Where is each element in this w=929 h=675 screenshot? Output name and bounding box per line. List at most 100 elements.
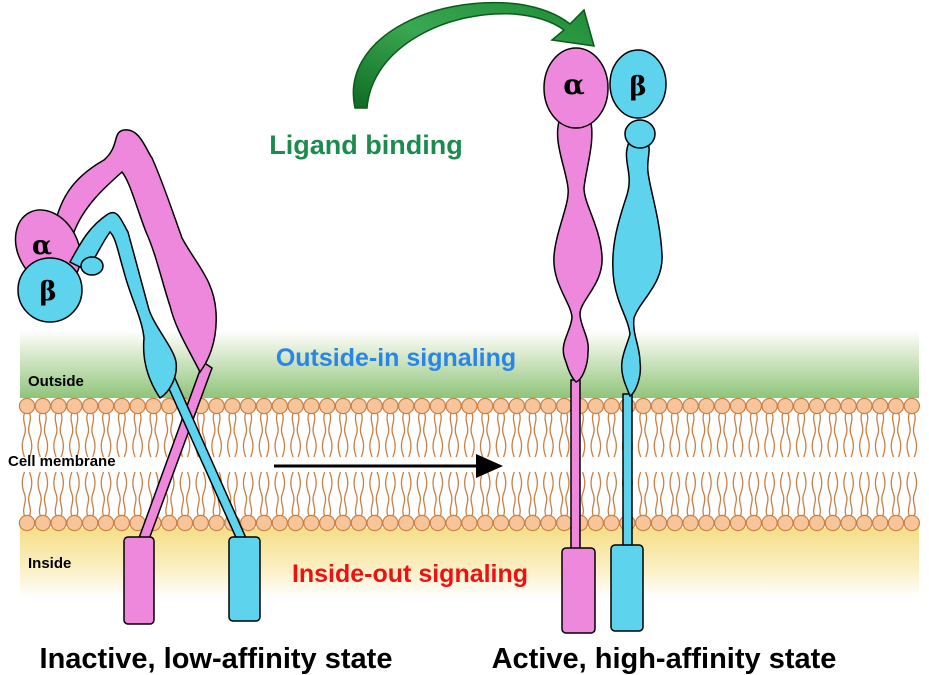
lipid-tail xyxy=(179,471,191,517)
lipid-tail xyxy=(653,412,665,458)
lipid-head xyxy=(492,514,510,532)
lipid-head xyxy=(824,514,842,532)
lipid-head xyxy=(413,397,431,415)
lipid-tail xyxy=(701,471,712,517)
lipid-tail xyxy=(385,471,396,517)
lipid-tail xyxy=(511,412,523,458)
lipid-head xyxy=(650,514,668,532)
lipid-head xyxy=(587,397,605,415)
lipid-head xyxy=(366,514,383,532)
inside-out-label: Inside-out signaling xyxy=(292,560,528,588)
lipid-tail xyxy=(748,471,760,517)
lipid-tail xyxy=(306,412,317,458)
lipid-tail xyxy=(337,471,349,517)
lipid-tail xyxy=(321,412,333,458)
lipid-head xyxy=(698,514,715,532)
beta-tm-rod-active xyxy=(622,393,633,547)
lipid-head xyxy=(887,514,905,532)
lipid-head xyxy=(903,514,921,532)
lipid-head xyxy=(145,397,162,415)
lipid-tail xyxy=(827,471,839,517)
lipid-tail xyxy=(811,471,823,517)
lipid-head xyxy=(856,397,873,415)
beta-leg-active xyxy=(612,135,663,398)
cell-membrane-label: Cell membrane xyxy=(8,453,116,470)
lipid-tail xyxy=(416,412,428,458)
lipid-tail xyxy=(685,412,696,458)
lipid-head xyxy=(492,397,510,415)
lipid-tail xyxy=(874,471,886,517)
active-integrin xyxy=(543,47,667,634)
lipid-tail xyxy=(258,471,270,517)
lipid-tail xyxy=(590,471,602,517)
lipid-tail xyxy=(732,412,744,458)
lipid-head xyxy=(603,397,620,415)
lipid-head xyxy=(793,514,810,532)
lipid-tail xyxy=(764,412,775,458)
lipid-tail xyxy=(479,471,491,517)
lipid-tail xyxy=(132,471,143,517)
lipid-head xyxy=(556,514,573,532)
lipid-head xyxy=(603,514,620,532)
lipid-tail xyxy=(732,471,744,517)
lipid-tail xyxy=(890,412,902,458)
lipid-head xyxy=(18,514,36,532)
lipid-tail xyxy=(874,412,886,458)
inside-label: Inside xyxy=(28,555,71,572)
lipid-tail xyxy=(716,412,728,458)
lipid-head xyxy=(224,397,241,415)
lipid-tail xyxy=(400,412,412,458)
lipid-tail xyxy=(495,471,507,517)
alpha-leg-inactive xyxy=(51,129,217,374)
lipid-head xyxy=(445,514,462,532)
lipid-head xyxy=(682,397,699,415)
lipid-tail xyxy=(890,471,902,517)
lipid-tail xyxy=(84,471,96,517)
lipid-tail xyxy=(716,471,728,517)
lipid-tail xyxy=(827,412,839,458)
beta-leg-inactive xyxy=(68,211,178,400)
lipid-head xyxy=(319,514,336,532)
lipid-tail xyxy=(669,412,681,458)
lipid-tail xyxy=(637,412,649,458)
lipid-bilayer xyxy=(18,397,921,532)
lipid-tail xyxy=(464,412,475,458)
lipid-tail xyxy=(211,412,222,458)
lipid-tail xyxy=(274,412,286,458)
lipid-tail xyxy=(558,412,570,458)
lipid-head xyxy=(81,397,99,415)
lipid-head xyxy=(129,397,146,415)
lipid-head xyxy=(366,397,383,415)
alpha-label-inactive: α xyxy=(32,231,52,261)
lipid-tail xyxy=(385,412,396,458)
alpha-label-active: α xyxy=(563,68,585,101)
lipid-head xyxy=(540,397,557,415)
lipid-tail xyxy=(906,471,918,517)
lipid-head xyxy=(856,514,873,532)
lipid-head xyxy=(97,514,115,532)
lipid-head xyxy=(192,514,209,532)
lipid-head xyxy=(524,514,541,532)
lipid-tail xyxy=(37,412,49,458)
lipid-tail xyxy=(116,471,128,517)
lipid-head xyxy=(524,397,541,415)
alpha-head-active xyxy=(543,47,609,129)
inactive-state-caption: Inactive, low-affinity state xyxy=(40,643,393,675)
outside-label: Outside xyxy=(28,373,84,390)
lipid-tail xyxy=(479,412,491,458)
lipid-tail xyxy=(69,412,80,458)
lipid-head xyxy=(398,397,415,415)
lipid-head xyxy=(287,514,304,532)
lipid-tail xyxy=(116,412,128,458)
outside-in-label: Outside-in signaling xyxy=(276,344,516,372)
lipid-tail xyxy=(432,471,444,517)
lipid-tail xyxy=(353,412,365,458)
lipid-tail xyxy=(432,412,444,458)
lipid-head xyxy=(303,514,320,532)
lipid-tail xyxy=(258,412,270,458)
beta-knob-active xyxy=(624,119,656,149)
lipid-head xyxy=(66,397,83,415)
lipid-head xyxy=(808,397,826,415)
lipid-tail xyxy=(306,471,317,517)
